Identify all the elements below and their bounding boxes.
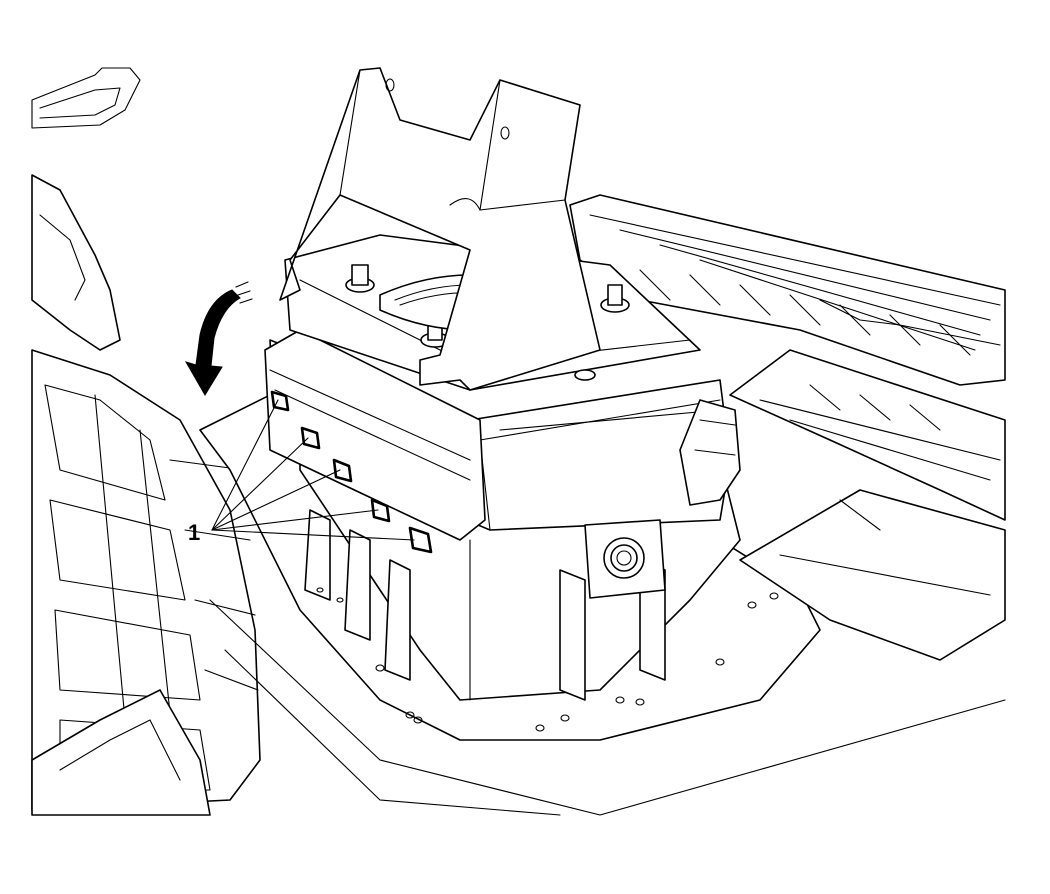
retaining-tab-2 [300, 426, 321, 450]
mounting-studs [345, 264, 630, 381]
retaining-tabs [270, 390, 433, 554]
retaining-tab-3 [332, 458, 353, 483]
curved-arrow-down-icon [184, 281, 253, 396]
floor-holes [316, 587, 779, 732]
module-housing [264, 67, 779, 732]
mounting-bracket [279, 67, 601, 391]
callout-label: 1 [188, 520, 200, 545]
round-port [584, 519, 666, 599]
retaining-tab-4 [370, 498, 391, 523]
callout-leaders [211, 399, 415, 541]
right-ducts [569, 194, 1006, 661]
retaining-tab-5 [408, 526, 433, 554]
retaining-tab-1 [270, 390, 290, 412]
